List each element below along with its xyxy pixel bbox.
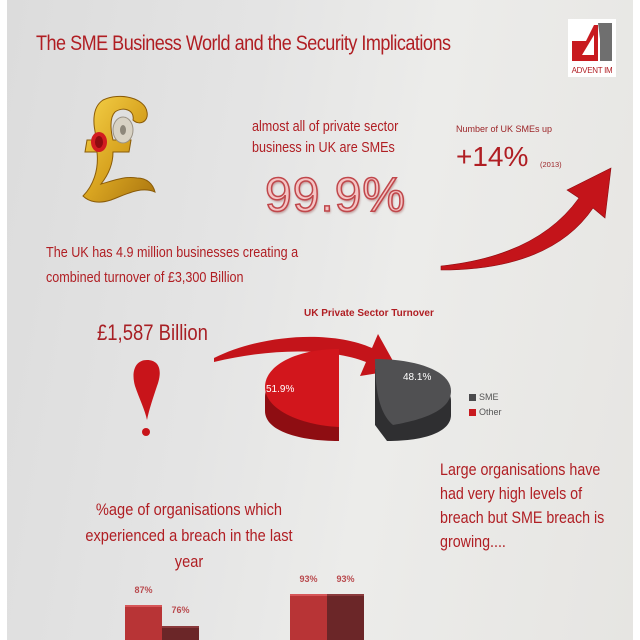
smes-share-caption: almost all of private sector business in…	[252, 116, 398, 158]
up-curve-arrow-icon	[439, 160, 619, 277]
pie-label-other: 51.9%	[266, 384, 295, 395]
breach-chart-title: %age of organisations which experienced …	[85, 500, 293, 571]
advent-logo-icon	[572, 23, 612, 61]
smes-share-value: 99.9%	[264, 168, 407, 223]
bar-label-1a: 87%	[134, 585, 153, 595]
logo-text: ADVENT IM	[571, 66, 613, 75]
pie-label-sme: 48.1%	[403, 372, 432, 383]
legend-item-other: Other	[469, 405, 502, 420]
smes-growth-value: +14%	[456, 141, 529, 172]
page-title: The SME Business World and the Security …	[36, 32, 451, 55]
bar-2a	[290, 594, 327, 640]
advent-im-logo: ADVENT IM	[568, 19, 616, 77]
smes-growth-year: (2013)	[540, 160, 562, 169]
pie-chart	[257, 345, 467, 450]
curved-arrow-icon	[212, 328, 402, 393]
uk-businesses-line2: combined turnover of £3,300 Billion	[46, 269, 244, 286]
pie-legend: SME Other	[469, 390, 502, 420]
exclamation-icon	[127, 358, 167, 445]
bar-2b	[327, 594, 364, 640]
breach-bar-chart: 87% 76% 93% 93%	[7, 560, 633, 640]
pound-key-icon	[65, 92, 165, 212]
smes-growth-caption: Number of UK SMEs up	[456, 124, 553, 134]
bar-label-1b: 76%	[171, 605, 190, 615]
breach-note: Large organisations have had very high l…	[440, 460, 605, 551]
smes-share-caption-line1: almost all of private sector	[252, 118, 399, 135]
pie-chart-title: UK Private Sector Turnover	[304, 308, 434, 319]
bar-label-2b: 93%	[336, 574, 355, 584]
infographic-slide: The SME Business World and the Security …	[7, 0, 633, 640]
legend-swatch-sme	[469, 394, 476, 402]
bar-1b	[162, 626, 199, 640]
bar-1a	[125, 605, 162, 640]
bar-label-2a: 93%	[299, 574, 318, 584]
uk-businesses-text: The UK has 4.9 million businesses creati…	[46, 240, 298, 290]
smes-share-caption-line2: business in UK are SMEs	[252, 139, 395, 156]
legend-item-sme: SME	[469, 390, 502, 405]
uk-businesses-line1: The UK has 4.9 million businesses creati…	[46, 244, 299, 261]
sme-turnover-value: £1,587 Billion	[97, 320, 208, 345]
legend-swatch-other	[469, 409, 476, 417]
